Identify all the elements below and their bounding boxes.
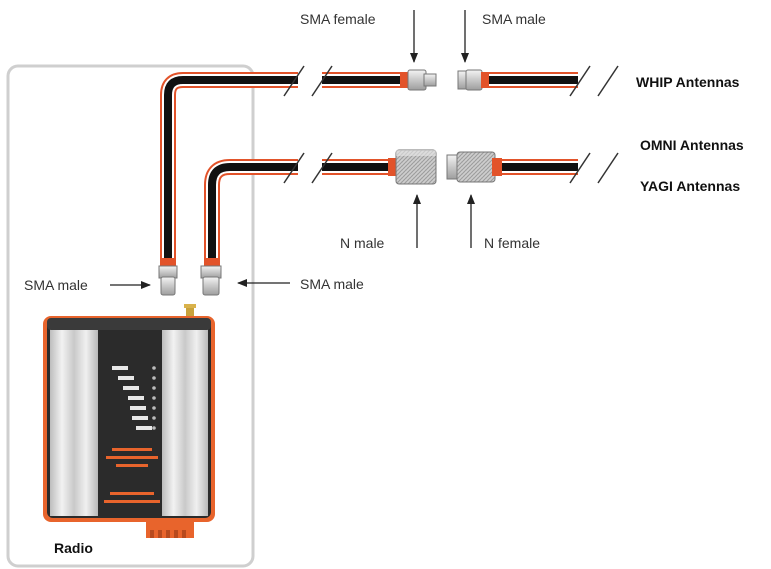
yagi-antennas-label: YAGI Antennas <box>640 178 740 194</box>
sma-male-connector-top <box>457 69 489 91</box>
n-male-connector <box>388 149 437 185</box>
sma-female-connector <box>400 69 437 91</box>
slash-break-icon <box>283 65 619 184</box>
radio-frame <box>6 64 255 568</box>
omni-yagi-cable <box>204 159 578 262</box>
n-female-connector <box>446 151 502 183</box>
omni-antennas-label: OMNI Antennas <box>640 137 744 153</box>
sma-male-left-label: SMA male <box>24 277 88 293</box>
sma-male-right-label: SMA male <box>300 276 364 292</box>
radio-label: Radio <box>54 540 93 556</box>
n-male-label: N male <box>340 235 385 251</box>
radio-left-fins <box>50 328 98 516</box>
whip-antennas-label: WHIP Antennas <box>636 74 740 90</box>
sma-male-connector-left <box>158 258 178 296</box>
whip-cable <box>160 72 578 262</box>
arrow-icon <box>110 10 475 289</box>
radio-right-fins <box>162 328 208 516</box>
sma-male-connector-right <box>200 258 222 296</box>
n-female-label: N female <box>484 235 540 251</box>
sma-female-label: SMA female <box>300 11 376 27</box>
radio-device <box>43 304 215 538</box>
radio-led-panel <box>112 366 156 430</box>
sma-male-top-label: SMA male <box>482 11 546 27</box>
